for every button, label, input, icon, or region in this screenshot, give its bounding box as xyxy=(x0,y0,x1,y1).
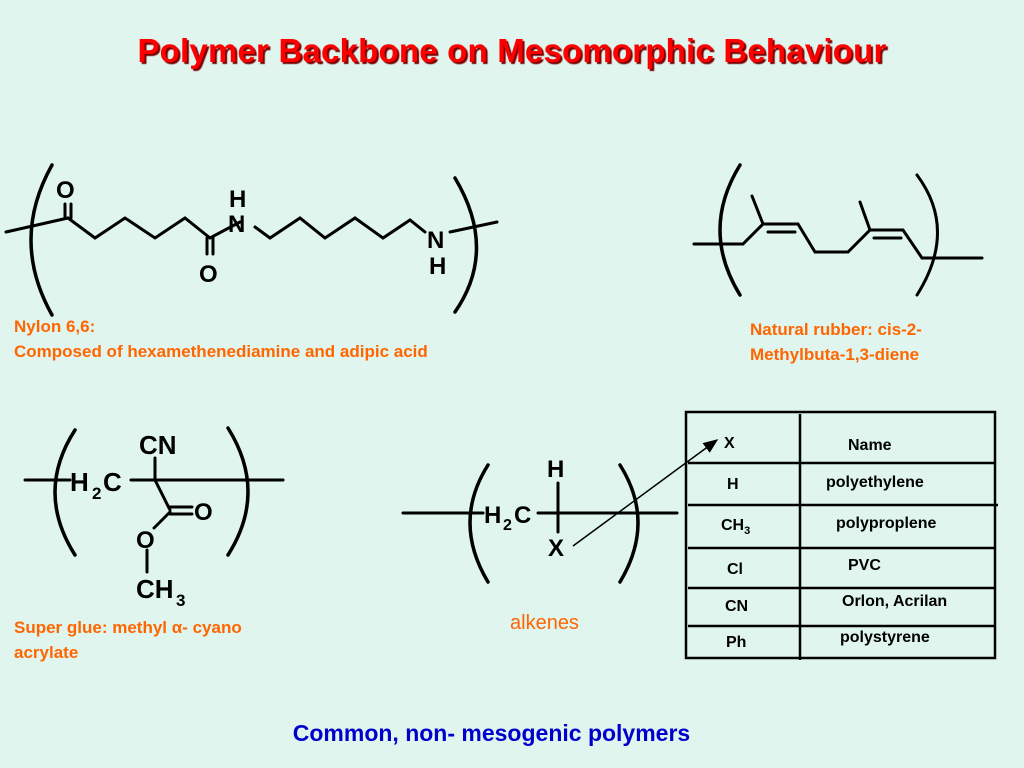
superglue-ester-oxygen: O xyxy=(136,527,155,554)
nylon-diamine-chain xyxy=(253,216,427,240)
alkene-sub-2: 2 xyxy=(503,517,512,534)
substituent-table xyxy=(684,410,998,660)
table-row-3-name: PVC xyxy=(848,557,881,574)
superglue-caption-line-1: Super glue: methyl α- cyano xyxy=(14,618,242,637)
superglue-caption-line-2: acrylate xyxy=(14,643,79,662)
table-row-5-x: Ph xyxy=(726,634,747,651)
table-header-x: X xyxy=(724,435,735,452)
alkene-bracket-right xyxy=(618,463,640,584)
rubber-structure xyxy=(692,163,984,297)
alkene-structure xyxy=(401,463,679,584)
footer-text: Common, non- mesogenic polymers xyxy=(292,720,691,746)
rubber-bracket-left xyxy=(718,163,742,297)
superglue-ch-atom: CH xyxy=(136,574,174,604)
nylon-amide-nitrogen: N xyxy=(228,211,245,238)
superglue-sub-2: 2 xyxy=(92,484,101,503)
table-row-4-name: Orlon, Acrilan xyxy=(842,593,948,610)
superglue-c-atom: C xyxy=(103,467,122,497)
superglue-bracket-right xyxy=(226,426,250,557)
superglue-carbonyl-oxygen: O xyxy=(194,499,213,526)
nylon-caption-line-1: Nylon 6,6: xyxy=(14,317,96,336)
table-row-2-name: polyproplene xyxy=(836,515,937,532)
nylon-caption: Nylon 6,6: Composed of hexamethenediamin… xyxy=(14,314,428,364)
nylon-caption-line-2: Composed of hexamethenediamine and adipi… xyxy=(14,342,428,361)
table-row-2-x: CH3 xyxy=(721,517,750,537)
nylon-acid-chain xyxy=(66,216,242,240)
rubber-chain xyxy=(741,222,924,260)
alkenes-label: alkenes xyxy=(510,612,579,634)
table-row-3-x: Cl xyxy=(727,561,743,578)
rubber-caption-line-2: Methylbuta-1,3-diene xyxy=(750,345,920,364)
rubber-bracket-right xyxy=(915,173,939,297)
alkene-pointer-arrow xyxy=(572,439,719,547)
alkene-c-atom: C xyxy=(514,502,531,529)
nylon-amine-nitrogen: N xyxy=(427,227,444,254)
superglue-sub-3: 3 xyxy=(176,591,185,610)
table-border xyxy=(684,410,997,660)
nylon-structure xyxy=(4,163,499,317)
table-row-2-x-base: CH xyxy=(721,517,745,534)
slide-title: Polymer Backbone on Mesomorphic Behaviou… xyxy=(137,32,887,69)
table-row-4-x: CN xyxy=(725,598,749,615)
alkene-hydrogen: H xyxy=(547,456,564,483)
rubber-methyl-2 xyxy=(858,200,872,232)
rubber-methyl-1 xyxy=(750,194,765,226)
nylon-end-bond-right xyxy=(448,220,499,234)
nylon-amide-hydrogen: H xyxy=(229,186,246,213)
nylon-amine-hydrogen: H xyxy=(429,253,446,280)
nylon-bracket-right xyxy=(453,176,479,314)
nylon-carbonyl-oxygen-top: O xyxy=(56,177,75,204)
superglue-ester-oxygen-bond xyxy=(152,510,172,530)
table-header-name: Name xyxy=(848,437,892,454)
table-row-1-x: H xyxy=(727,476,739,493)
rubber-caption-line-1: Natural rubber: cis-2- xyxy=(750,320,922,339)
nylon-end-bond-left xyxy=(4,216,70,234)
rubber-caption: Natural rubber: cis-2- Methylbuta-1,3-di… xyxy=(750,317,922,367)
superglue-ester-bond xyxy=(153,478,172,512)
superglue-caption: Super glue: methyl α- cyano acrylate xyxy=(14,615,242,665)
table-row-2-x-sub: 3 xyxy=(744,525,751,538)
superglue-bracket-left xyxy=(53,428,77,557)
alkene-x-atom: X xyxy=(548,535,564,562)
table-row-1-name: polyethylene xyxy=(826,474,924,491)
nylon-carbonyl-oxygen-bottom: O xyxy=(199,261,218,288)
superglue-cyano: CN xyxy=(139,430,177,460)
alkene-h-atom: H xyxy=(484,502,501,529)
superglue-h-atom: H xyxy=(70,467,89,497)
table-row-5-name: polystyrene xyxy=(840,629,930,646)
superglue-structure xyxy=(23,426,285,574)
alkene-bracket-left xyxy=(468,463,490,584)
nylon-bracket-left xyxy=(29,163,54,317)
